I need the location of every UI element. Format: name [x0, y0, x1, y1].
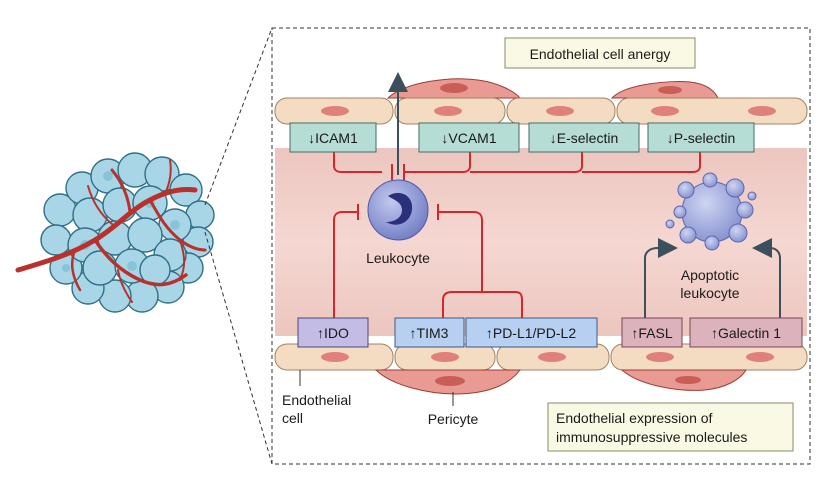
inhibition-lines [333, 152, 701, 320]
zoom-frame [271, 27, 811, 465]
apoptotic-leukocyte [665, 172, 757, 251]
e-selectin-label: ↓E-selectin [550, 130, 618, 146]
anergy-caption-text: Endothelial cell anergy [530, 46, 671, 62]
tim3-label: ↑TIM3 [410, 325, 449, 341]
endothelium-top [274, 97, 808, 125]
p-selectin-label: ↓P-selectin [667, 130, 735, 146]
vcam1-label: ↓VCAM1 [441, 130, 496, 146]
zoom-lines [204, 27, 273, 465]
expression-caption-line2: immunosuppressive molecules [556, 429, 747, 445]
icam1-label: ↓ICAM1 [308, 130, 358, 146]
pericyte-label: Pericyte [428, 411, 479, 427]
apoptotic-label-line1: Apoptotic [681, 267, 739, 283]
apoptosis-arrows [644, 238, 781, 320]
galectin-1-label: ↑Galectin 1 [711, 325, 781, 341]
leukocyte [367, 179, 429, 241]
pd-l1-pd-l2-label: ↑PD-L1/PD-L2 [486, 325, 576, 341]
anergy-caption: Endothelial cell anergy [504, 37, 696, 69]
leukocyte-label: Leukocyte [366, 250, 430, 266]
expression-caption-line1: Endothelial expression of [556, 410, 713, 426]
expression-caption: Endothelial expression of immunosuppress… [547, 402, 794, 452]
endothelial-label-line2: cell [282, 410, 303, 426]
ido-label: ↑IDO [317, 325, 349, 341]
adhesion-molecule-boxes: ↓ICAM1 ↓VCAM1 ↓E-selectin ↓P-selectin [289, 122, 755, 153]
tumour-illustration [15, 152, 215, 313]
endothelial-label-line1: Endothelial [282, 392, 351, 408]
apoptotic-label-line2: leukocyte [680, 285, 739, 301]
immunosuppressive-boxes: ↑IDO ↑TIM3 ↑PD-L1/PD-L2 ↑FASL ↑Galectin … [297, 317, 803, 348]
fasl-label: ↑FASL [631, 325, 672, 341]
blood-vessel [274, 78, 808, 395]
